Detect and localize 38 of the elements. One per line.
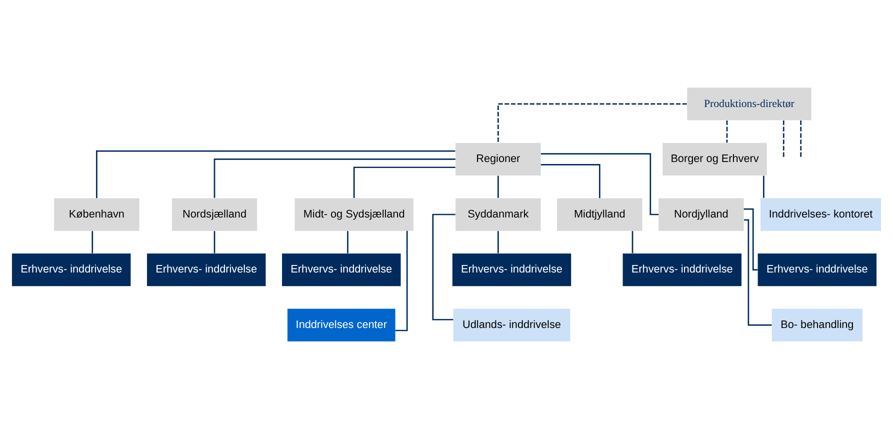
node-box: Regioner — [456, 142, 541, 176]
connector — [744, 208, 758, 270]
connector — [763, 175, 764, 198]
connector — [540, 163, 600, 198]
connector — [347, 230, 348, 253]
node-box: Midtjylland — [557, 198, 642, 230]
connector — [497, 230, 499, 253]
node-box: Bo- behandling — [772, 308, 862, 341]
node-box: Erhvervs- inddrivelse — [282, 252, 401, 286]
node-box: Erhvervs- inddrivelse — [146, 252, 266, 286]
connector — [353, 166, 456, 198]
connector — [214, 230, 216, 253]
connector — [726, 120, 728, 142]
node-box: København — [54, 198, 140, 230]
node-box: Erhvervs- inddrivelse — [622, 252, 742, 286]
node-box: Borger og Erhverv — [662, 142, 767, 176]
connector — [96, 150, 456, 198]
connector — [800, 120, 802, 158]
connector — [632, 230, 634, 253]
node-box: Erhvervs- inddrivelse — [452, 252, 572, 286]
node-box: Erhvervs- inddrivelse — [12, 252, 131, 286]
node-box: Syddanmark — [456, 198, 541, 230]
node-box: Erhvervs- inddrivelse — [758, 252, 877, 286]
node-box: Nordjylland — [658, 198, 744, 230]
node-box: Produktions-direktør — [687, 87, 812, 120]
connector — [497, 175, 499, 198]
node-box: Nordsjælland — [172, 198, 258, 230]
node-box: Midt- og Sydsjælland — [294, 198, 414, 230]
connector — [92, 230, 94, 253]
connector — [214, 158, 456, 198]
node-box: Inddrivelses center — [287, 308, 396, 341]
node-box: Inddrivelses- kontoret — [760, 198, 882, 230]
connector — [782, 120, 784, 158]
connector — [432, 213, 456, 320]
connector — [744, 218, 772, 326]
connector — [540, 152, 659, 215]
connector — [497, 102, 687, 142]
node-box: Udlands- inddrivelse — [453, 308, 570, 341]
